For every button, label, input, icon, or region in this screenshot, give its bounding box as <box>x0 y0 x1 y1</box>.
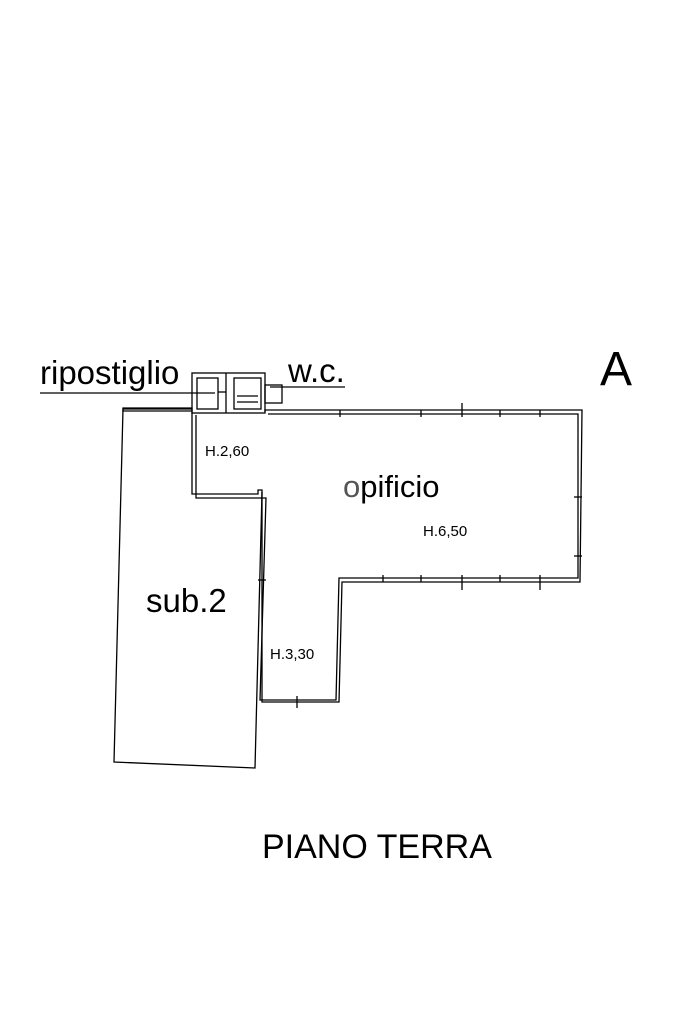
height-label-lower: H.3,30 <box>270 646 315 663</box>
wc-label: w.c. <box>288 352 345 389</box>
section-marker-a: A <box>600 343 633 396</box>
opificio-outline-outer <box>191 409 583 703</box>
ripostiglio-inner <box>196 377 219 410</box>
height-label-small-room: H.2,60 <box>205 443 250 460</box>
opificio-label-first-letter: o <box>343 469 361 504</box>
opificio-label: opificio <box>343 471 440 502</box>
height-label-main: H.6,50 <box>423 523 468 540</box>
opificio-label-rest: pificio <box>360 469 440 504</box>
opificio-outline-inner <box>195 413 579 701</box>
sub2-label: sub.2 <box>146 582 227 619</box>
ripostiglio-label: ripostiglio <box>40 354 180 391</box>
floor-title: PIANO TERRA <box>262 828 492 866</box>
sub2-outline-main <box>113 408 263 769</box>
wc-inner <box>233 377 262 410</box>
wc-extension <box>264 384 283 404</box>
